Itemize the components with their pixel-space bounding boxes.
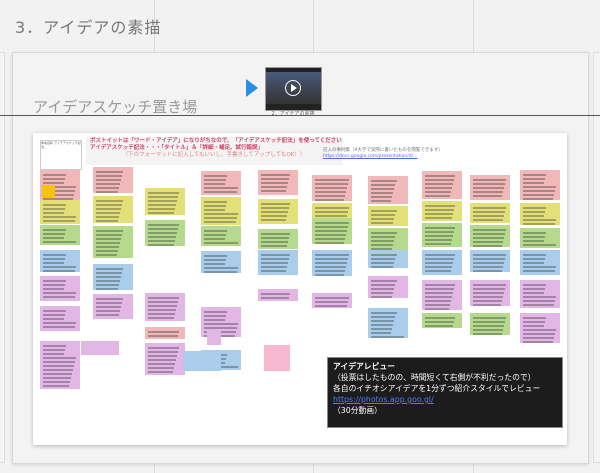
sticky-note[interactable] <box>520 250 560 275</box>
play-icon[interactable] <box>246 79 258 97</box>
divider <box>0 115 600 116</box>
sticky-note[interactable] <box>93 294 133 319</box>
sticky-note[interactable] <box>40 225 80 245</box>
next-card[interactable] <box>593 52 600 463</box>
sticky-note[interactable] <box>368 206 408 226</box>
sticky-note[interactable] <box>258 250 298 275</box>
sticky-note[interactable] <box>520 228 560 248</box>
sticky-note[interactable] <box>470 225 510 247</box>
sticky-note[interactable] <box>520 170 560 200</box>
callout-title: アイデアレビュー <box>333 362 395 371</box>
sticky-note[interactable] <box>145 343 185 375</box>
sticky-note[interactable] <box>183 351 221 371</box>
sticky-note[interactable] <box>520 280 560 308</box>
sticky-note[interactable] <box>470 313 510 335</box>
sticky-note[interactable] <box>42 185 55 198</box>
sticky-note[interactable] <box>422 313 462 328</box>
reference-sheet: 参考資料 アイデアスケッチ記法 <box>40 140 82 170</box>
callout-line: （投票はしたものの、時間短くて右側が不利だったので） <box>333 373 536 382</box>
sticky-note[interactable] <box>520 203 560 225</box>
sticky-note[interactable] <box>145 327 185 339</box>
section-title: 3．アイデアの素描 <box>15 18 162 37</box>
sticky-note[interactable] <box>470 250 510 272</box>
sticky-note[interactable] <box>368 276 408 298</box>
sticky-note[interactable] <box>312 250 352 276</box>
sticky-note[interactable] <box>145 220 185 246</box>
instructions: ポストイットは「ワード・アイデア」になりがちなので、「アイデアスケッチ記法」を使… <box>86 137 342 165</box>
sticky-note[interactable] <box>145 293 185 321</box>
sticky-note[interactable] <box>312 175 352 201</box>
sticky-note[interactable] <box>368 308 408 338</box>
sticky-note[interactable] <box>93 196 133 223</box>
sticky-note[interactable] <box>93 167 133 193</box>
card-subtitle: アイデアスケッチ置き場 <box>33 98 198 116</box>
sticky-note[interactable] <box>93 226 133 258</box>
sticky-note[interactable] <box>470 203 510 223</box>
review-callout: アイデアレビュー （投票はしたものの、時間短くて右側が不利だったので） 各自のイ… <box>327 357 563 428</box>
callout-note: （30分動画） <box>333 406 382 415</box>
sticky-note[interactable] <box>201 171 241 195</box>
video-link[interactable]: https://photos.app.goo.gl/ <box>333 395 434 404</box>
sticky-note[interactable] <box>258 289 298 301</box>
video-thumbnail[interactable] <box>265 67 322 111</box>
sticky-note[interactable] <box>470 175 510 200</box>
sketch-board[interactable]: 参考資料 アイデアスケッチ記法 ポストイットは「ワード・アイデア」になりがちなの… <box>33 133 567 445</box>
examples-link[interactable]: https://docs.google.com/presentation/d/.… <box>323 154 418 159</box>
video-caption: 2．アイデアの素描 <box>271 111 315 117</box>
sticky-note[interactable] <box>201 197 241 225</box>
callout-line: 各自のイチオシアイデアを1分ずつ紹介スタイルでレビュー <box>333 384 541 393</box>
sticky-note[interactable] <box>40 200 80 224</box>
sticky-note[interactable] <box>40 341 80 389</box>
sticky-note[interactable] <box>258 170 298 195</box>
sticky-note[interactable] <box>201 251 241 273</box>
prev-card[interactable] <box>0 52 5 463</box>
sticky-note[interactable] <box>422 250 462 275</box>
sticky-note[interactable] <box>40 276 80 301</box>
sticky-note[interactable] <box>312 293 352 308</box>
reference-title: 参考資料 アイデアスケッチ記法 <box>41 141 81 149</box>
sticky-note[interactable] <box>258 229 298 249</box>
sticky-note[interactable] <box>422 171 462 199</box>
sticky-note[interactable] <box>264 345 290 371</box>
sticky-note[interactable] <box>145 188 185 215</box>
sticky-note[interactable] <box>40 250 80 272</box>
sticky-note[interactable] <box>81 341 119 355</box>
sticky-note[interactable] <box>201 226 241 246</box>
sticky-note[interactable] <box>93 264 133 290</box>
sticky-note[interactable] <box>40 306 80 331</box>
instruction-line: アイデアスケッチ記法・・・「タイトル」＆「詳細・補足、試行錯誤」 <box>90 145 263 151</box>
examples-label: 記入の事例集（9大学で実際に書いたものを閲覧できます） <box>323 148 443 153</box>
sticky-note[interactable] <box>422 223 462 247</box>
sticky-note[interactable] <box>368 250 408 268</box>
sticky-note[interactable] <box>422 201 462 221</box>
sticky-note[interactable] <box>368 176 408 204</box>
sticky-note[interactable] <box>422 280 462 310</box>
sticky-note[interactable] <box>207 331 221 345</box>
sticky-note[interactable] <box>312 203 352 218</box>
sticky-note[interactable] <box>312 218 352 244</box>
instruction-sub: （下のフォーマットに記入してもいいし、手書きしてアップしてもOK！） <box>122 152 306 158</box>
sticky-note[interactable] <box>520 313 560 343</box>
instruction-line: ポストイットは「ワード・アイデア」になりがちなので、「アイデアスケッチ記法」を使… <box>90 138 342 144</box>
play-button-icon[interactable] <box>285 80 301 96</box>
sticky-note[interactable] <box>258 199 298 224</box>
sticky-note[interactable] <box>470 280 510 306</box>
sticky-note[interactable] <box>368 228 408 250</box>
